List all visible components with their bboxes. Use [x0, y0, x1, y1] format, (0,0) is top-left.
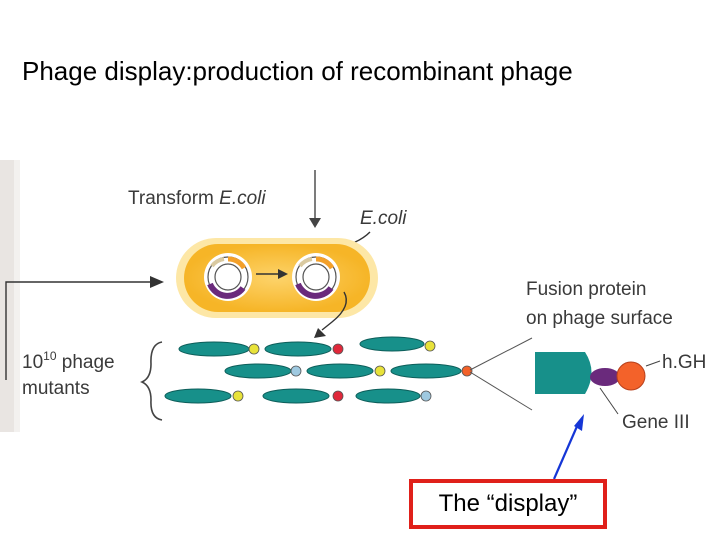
gene-iii-pointer [599, 387, 619, 415]
plasmid-arrow-head [278, 269, 288, 279]
phage [224, 363, 302, 379]
fusion-protein-closeup [535, 352, 646, 394]
phage-display-diagram: Transform E.coli E.coli [0, 160, 706, 432]
feedback-arrow [5, 281, 150, 380]
hgh-label: h.GH [662, 352, 706, 373]
hgh-pointer [645, 360, 661, 367]
mutants-brace [140, 341, 163, 421]
fusion-protein-label: Fusion protein [526, 279, 646, 300]
feedback-arrow-head [150, 276, 164, 288]
phage [306, 363, 386, 379]
phage [359, 336, 436, 352]
ecoli-label: E.coli [360, 208, 407, 229]
phage-library [164, 336, 473, 404]
release-arrow-head [314, 328, 326, 338]
phage [178, 341, 260, 357]
zoom-line-top [469, 337, 533, 371]
mutants-label: 1010 phage [22, 349, 115, 373]
slide-title: Phage display:production of recombinant … [22, 56, 573, 86]
transform-label: Transform E.coli [128, 188, 266, 209]
display-callout: The “display” [409, 479, 607, 529]
phage [355, 388, 432, 404]
plasmid-2 [292, 253, 340, 301]
phage [262, 388, 344, 404]
hgh-protein [616, 361, 646, 391]
plasmid-1 [204, 253, 252, 301]
mutants-label-line2: mutants [22, 378, 90, 399]
fusion-protein-label-line2: on phage surface [526, 308, 673, 329]
transform-arrow-head [309, 218, 321, 228]
phage [390, 363, 473, 379]
zoom-line-bottom [469, 371, 533, 411]
scan-margin [0, 160, 14, 432]
phage [164, 388, 244, 404]
gene-iii-label: Gene III [622, 412, 690, 432]
scan-margin-shade [14, 160, 20, 432]
phage-tip [535, 352, 592, 394]
display-callout-text: The “display” [438, 490, 578, 517]
release-arrow [321, 291, 347, 331]
phage [264, 341, 344, 357]
gene-iii-protein [590, 368, 620, 386]
phage-display-figure: Transform E.coli E.coli [0, 160, 720, 432]
